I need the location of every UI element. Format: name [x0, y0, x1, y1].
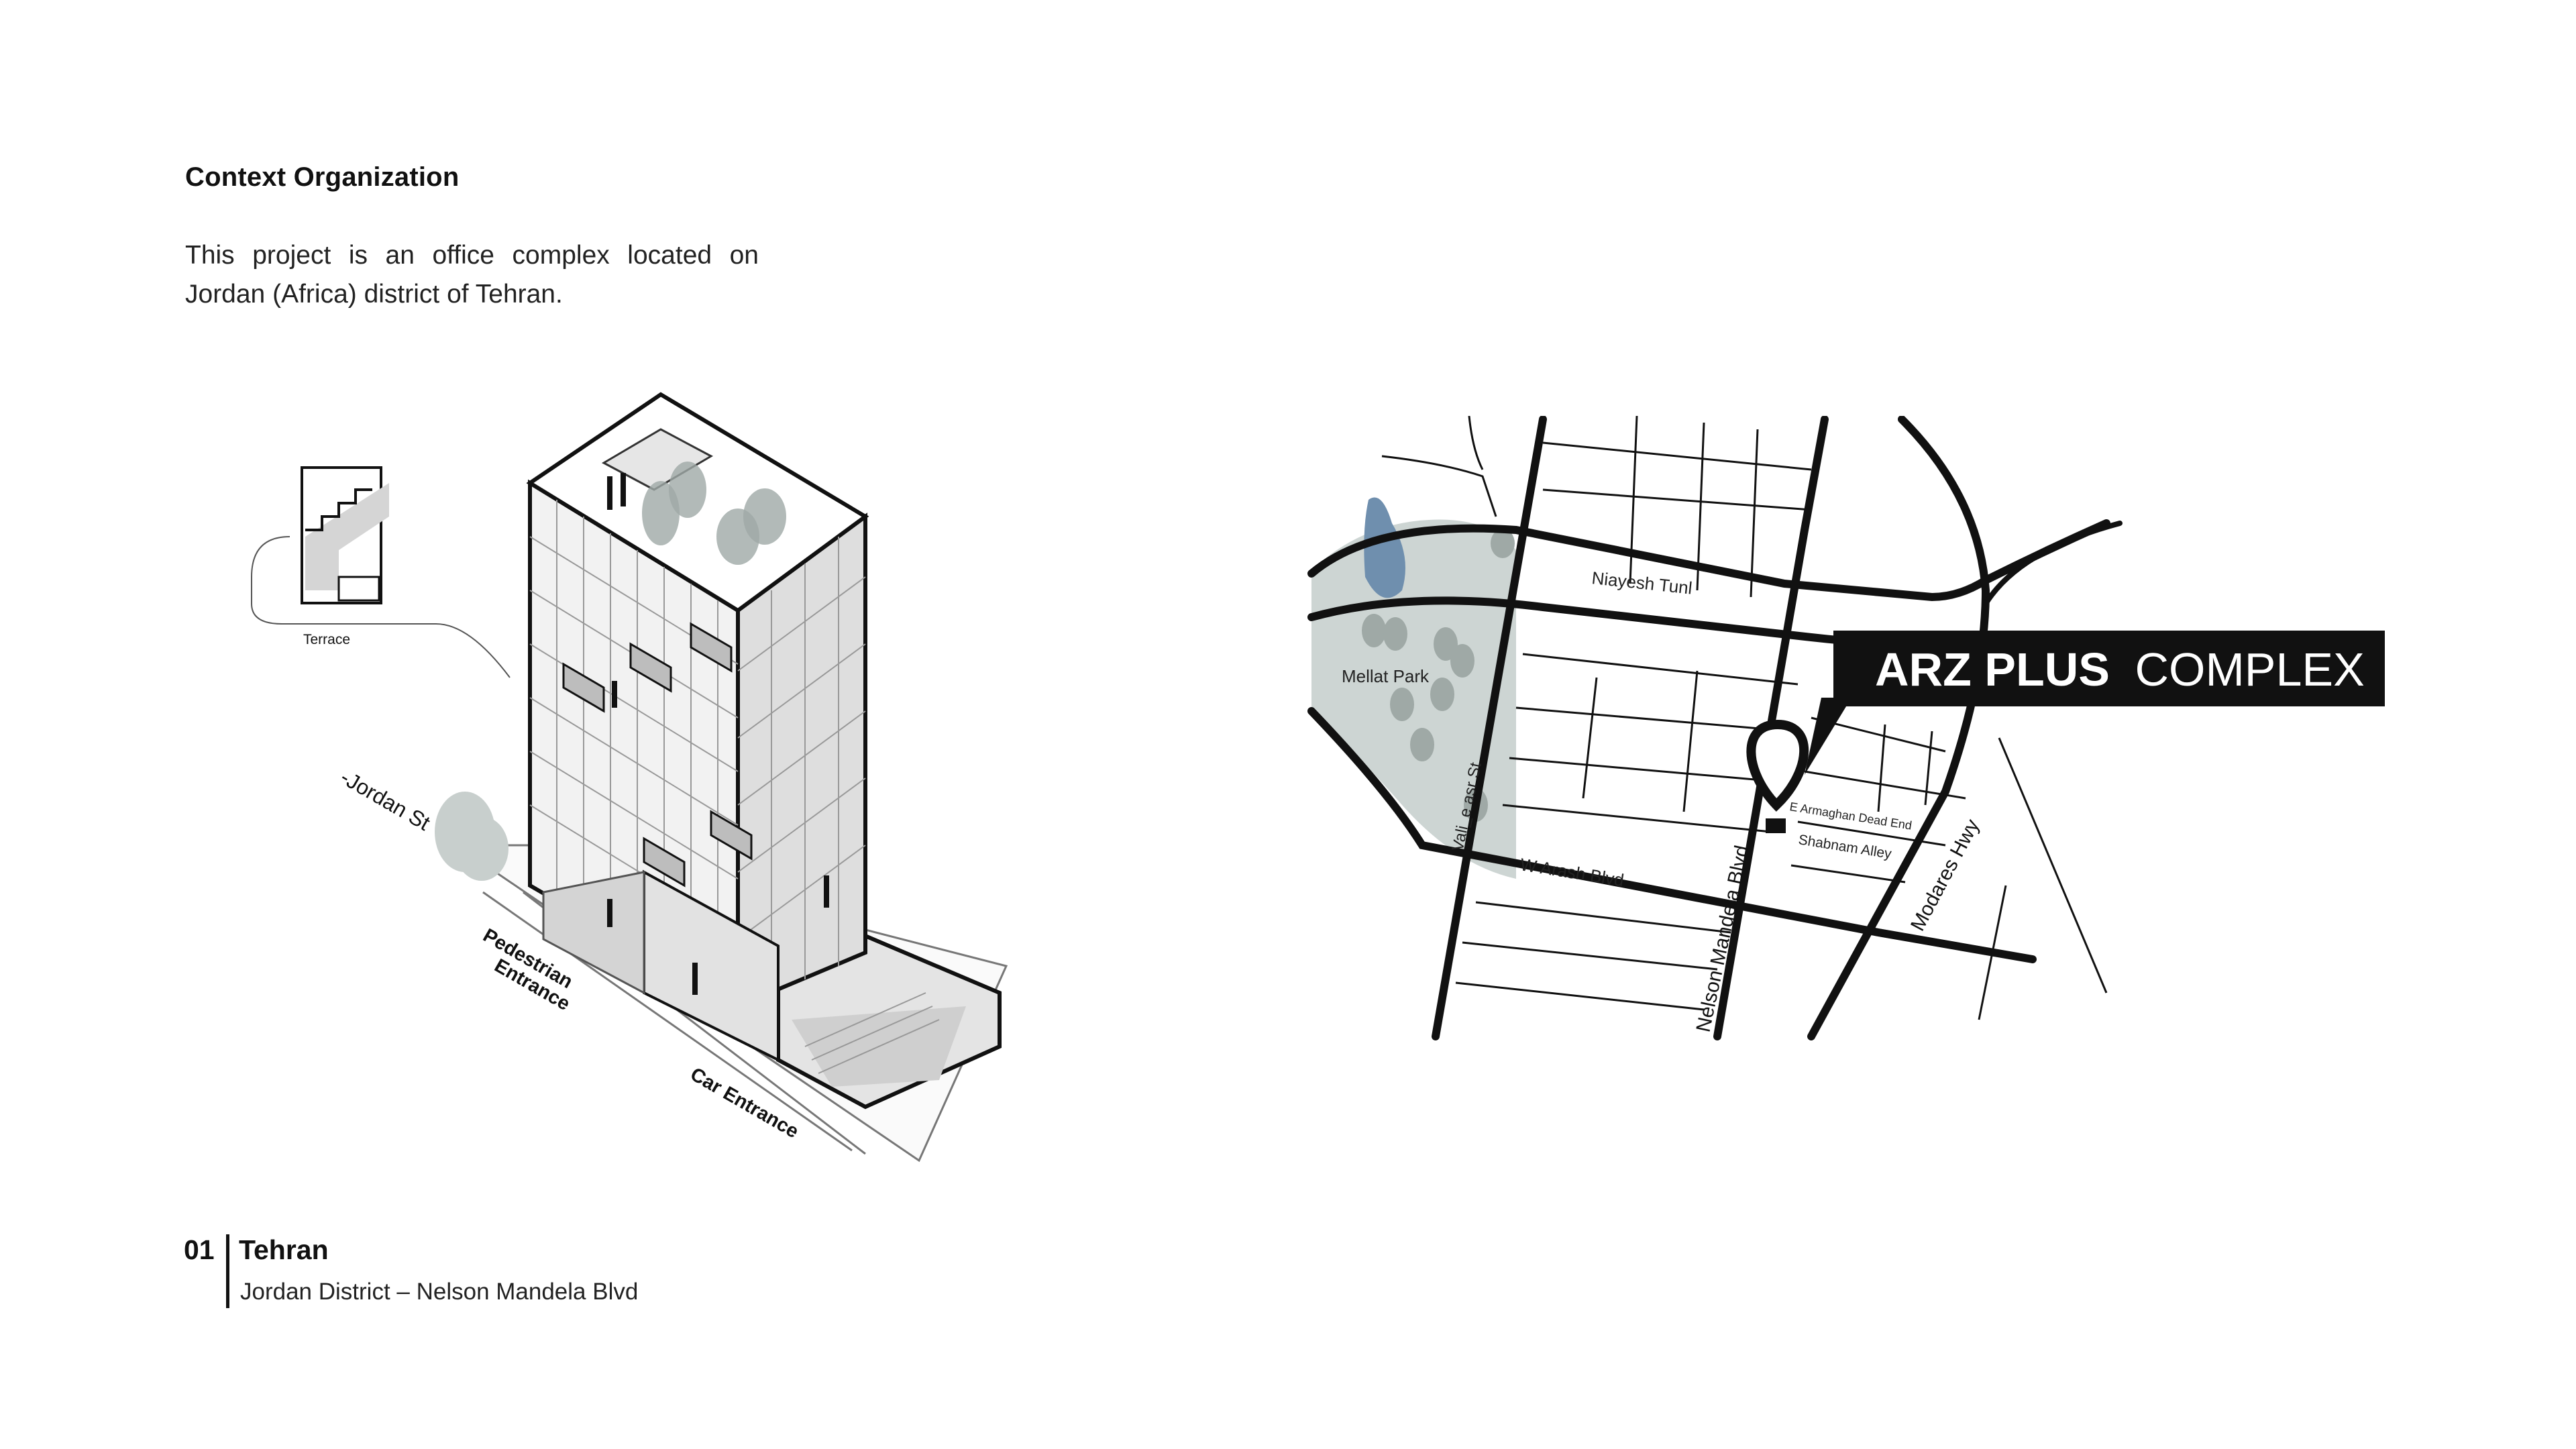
street-tree	[435, 792, 508, 881]
rooftop-trees	[642, 462, 786, 565]
arash-blvd-label: W Arash Blvd	[1519, 854, 1625, 890]
terrace-label: Terrace	[303, 632, 350, 647]
section-number: 01	[184, 1234, 215, 1265]
callout-suffix: COMPLEX	[2135, 643, 2364, 696]
park-lake	[1364, 497, 1405, 598]
footer-divider	[226, 1234, 229, 1308]
stepped-terraces	[562, 622, 753, 888]
minor-streets	[1381, 416, 2108, 1020]
footer-city: Tehran	[239, 1234, 329, 1265]
mellat-park-area	[1311, 519, 1516, 879]
armaghan-label: E Armaghan Dead End	[1788, 800, 1913, 833]
callout-name: ARZ PLUS	[1875, 643, 2110, 696]
footer-subtitle: Jordan District – Nelson Mandela Blvd	[240, 1279, 639, 1305]
mellat-park-label: Mellat Park	[1342, 666, 1430, 686]
people-figures	[607, 473, 829, 995]
intro-paragraph: This project is an office complex locate…	[185, 241, 759, 309]
project-callout: ARZ PLUS COMPLEX	[1805, 631, 2385, 775]
terrace-inset	[251, 466, 511, 678]
site-location-pin	[1746, 719, 1809, 833]
shabnam-alley-label: Shabnam Alley	[1797, 832, 1892, 862]
niayesh-tunnel-label: Niayesh Tunl	[1591, 568, 1693, 598]
jordan-street-label: -Jordan St	[337, 765, 435, 835]
building-axonometric-diagram: Terrace -Jordan St Pedestrian Entrance C…	[251, 392, 1008, 1163]
section-heading: Context Organization	[185, 162, 460, 192]
svg-text:ARZ PLUS COMPLEX: ARZ PLUS COMPLEX	[1875, 643, 2365, 696]
location-map: ARZ PLUS COMPLEX Mellat Park Niayesh Tun…	[1307, 416, 2385, 1040]
major-roads	[1307, 416, 2123, 1040]
